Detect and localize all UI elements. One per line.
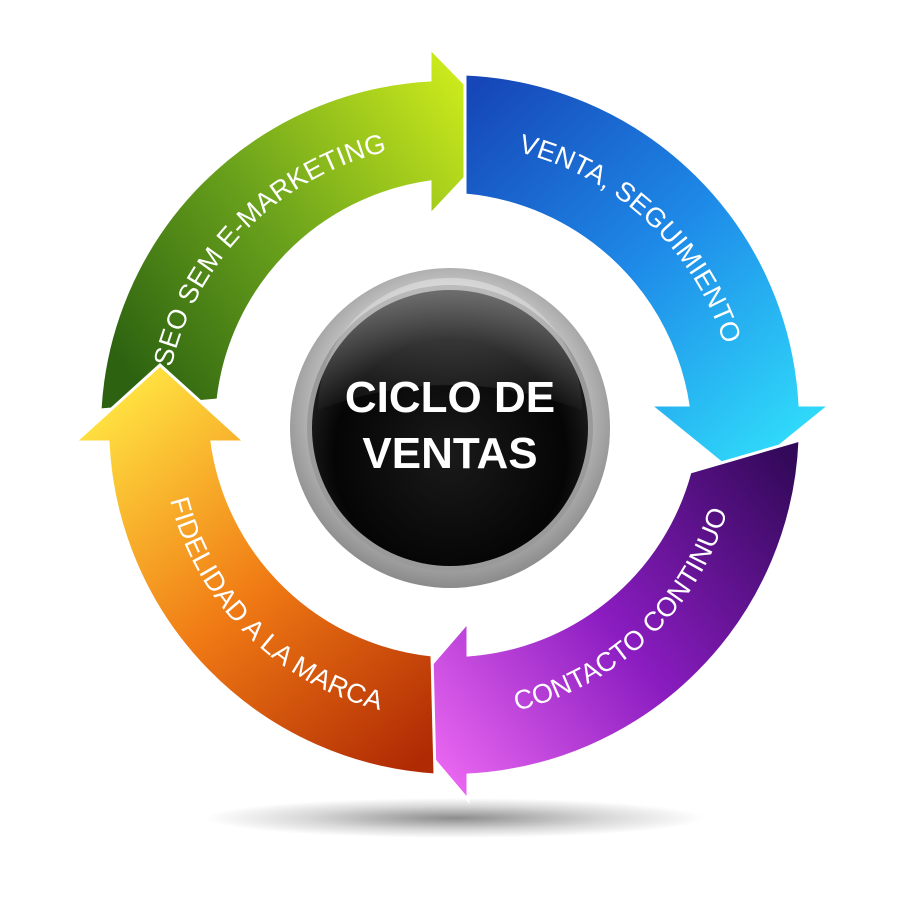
- center-button: CICLO DE VENTAS: [290, 268, 610, 588]
- center-title-line1: CICLO DE: [345, 373, 555, 422]
- floor-shadow: [205, 798, 705, 838]
- center-title-line2: VENTAS: [362, 429, 537, 478]
